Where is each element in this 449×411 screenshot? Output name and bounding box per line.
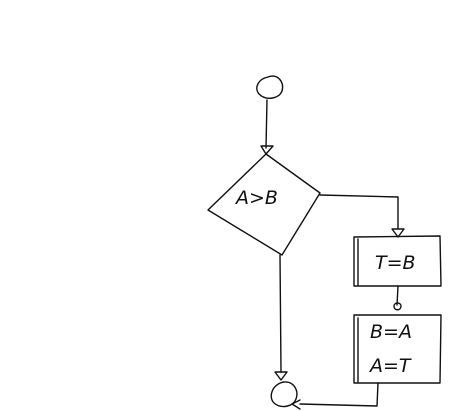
arrowhead-decision-to-end <box>274 371 288 381</box>
connector-swap1-to-swap2 <box>396 285 399 306</box>
arrowhead-swap1-to-swap2 <box>393 302 402 311</box>
arrowhead-decision-to-swap1 <box>391 228 405 238</box>
arrowhead-swap2-to-end <box>291 399 301 410</box>
connector-decision-to-end <box>279 254 282 373</box>
connector-swap2-to-end <box>299 382 379 407</box>
decision-label: A>B <box>234 187 278 209</box>
arrowhead-start-to-decision <box>260 145 274 155</box>
end-terminal <box>270 381 298 408</box>
connector-start-to-decision <box>265 99 268 149</box>
swap1-label: T=B <box>375 252 416 274</box>
swap2-label-line1: B=A <box>370 321 412 343</box>
process-box-swap1 <box>353 235 442 287</box>
connector-decision-to-swap1 <box>319 194 399 229</box>
process-box-swap2 <box>353 314 442 384</box>
decision-diamond <box>207 153 321 256</box>
start-terminal <box>256 75 284 99</box>
swap2-label-line2: A=T <box>368 355 412 377</box>
